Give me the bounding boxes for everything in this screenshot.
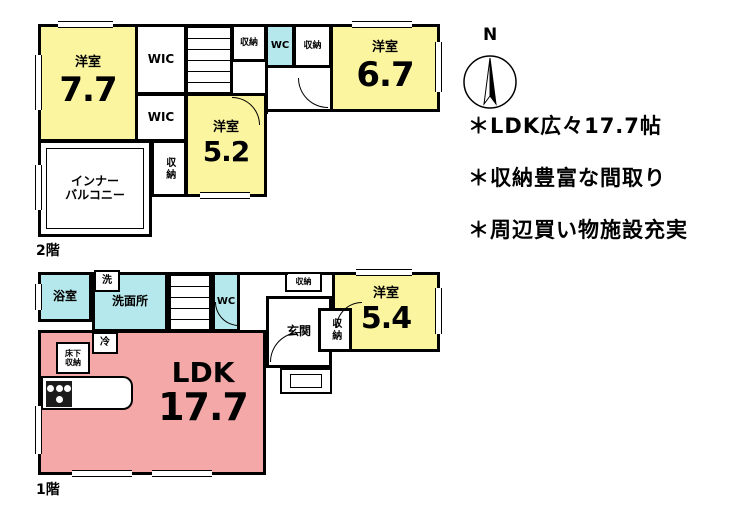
burner-icon bbox=[63, 385, 71, 392]
room-size: 5.4 bbox=[360, 301, 412, 337]
balcony-floor-line bbox=[46, 148, 144, 229]
wall-segment bbox=[265, 62, 268, 114]
window bbox=[35, 165, 42, 210]
wall-segment bbox=[240, 272, 288, 275]
room-name: 収納 bbox=[163, 156, 175, 181]
compass-north-icon: N bbox=[463, 25, 517, 109]
room-name-line1: 床下 bbox=[65, 348, 81, 358]
room-size: 6.7 bbox=[356, 54, 414, 95]
burner-icon bbox=[55, 385, 63, 392]
window bbox=[35, 55, 42, 110]
stairs-1f bbox=[168, 272, 212, 332]
room-name: WC bbox=[270, 40, 290, 52]
room-size: 5.2 bbox=[202, 135, 251, 169]
room-wc-2f: WC bbox=[265, 24, 295, 68]
room-name: WIC bbox=[147, 109, 175, 124]
room-name: 洗面所 bbox=[111, 294, 148, 309]
room-name: 冷 bbox=[100, 337, 110, 349]
window bbox=[58, 21, 113, 28]
closet-1f-b: 収納 bbox=[318, 308, 352, 352]
room-name: 洗 bbox=[102, 275, 112, 287]
room-name: 洋室 bbox=[74, 54, 101, 70]
wall-segment bbox=[265, 109, 335, 112]
window bbox=[352, 21, 412, 28]
kitchen-counter bbox=[41, 376, 133, 410]
closet-2f-a: 収納 bbox=[231, 24, 267, 62]
window bbox=[435, 288, 442, 334]
window bbox=[356, 269, 412, 276]
burner-icon bbox=[47, 385, 55, 392]
ldk-label-group: LDK 17.7 bbox=[146, 344, 260, 442]
window bbox=[200, 192, 250, 199]
room-size: 17.7 bbox=[158, 384, 249, 429]
door-arc bbox=[298, 78, 328, 108]
window bbox=[35, 284, 42, 310]
stairs-2f bbox=[185, 24, 233, 95]
closet-2f-b: 収納 bbox=[293, 24, 332, 68]
room-name: 収納 bbox=[295, 277, 312, 287]
note-shopping: ＊周辺買い物施設充実 bbox=[468, 218, 688, 242]
closet-1f-a: 収納 bbox=[285, 272, 322, 292]
burner-icon bbox=[55, 396, 63, 403]
window bbox=[72, 470, 132, 477]
room-name-line2: バルコニー bbox=[65, 187, 125, 202]
room-name-line2: 収納 bbox=[65, 358, 81, 367]
underfloor-storage-box: 床下 収納 bbox=[56, 342, 90, 374]
room-name: LDK bbox=[171, 356, 235, 390]
note-storage: ＊収納豊富な間取り bbox=[468, 166, 666, 190]
room-western-7-7: 洋室 7.7 bbox=[38, 24, 138, 142]
room-name: WC bbox=[216, 296, 236, 308]
room-name: 浴室 bbox=[52, 289, 77, 304]
window bbox=[435, 42, 442, 92]
laundry-box: 洗 bbox=[94, 270, 120, 292]
room-wic-top: WIC bbox=[135, 24, 187, 95]
closet-2f-c: 収納 bbox=[151, 140, 187, 197]
room-name: 収納 bbox=[329, 318, 341, 342]
room-name: WIC bbox=[147, 51, 175, 66]
compass-n-label: N bbox=[483, 25, 497, 45]
room-size: 7.7 bbox=[59, 69, 117, 110]
room-name: 洋室 bbox=[371, 39, 398, 55]
room-name: 収納 bbox=[239, 37, 258, 48]
room-bath: 浴室 bbox=[38, 272, 92, 322]
inner-balcony: インナー バルコニー bbox=[38, 140, 152, 237]
room-wic-mid: WIC bbox=[135, 93, 187, 142]
room-name: 収納 bbox=[303, 40, 322, 51]
entrance-step bbox=[290, 374, 322, 388]
stove-icon bbox=[46, 381, 72, 407]
room-name-line1: インナー bbox=[70, 173, 119, 188]
room-western-6-7: 洋室 6.7 bbox=[330, 24, 440, 112]
window bbox=[152, 470, 212, 477]
wall-segment bbox=[320, 272, 334, 275]
room-name: 洋室 bbox=[372, 286, 399, 302]
floor2-label: 2階 bbox=[36, 243, 60, 259]
fridge-box: 冷 bbox=[92, 332, 118, 354]
note-ldk-size: ＊LDK広々17.7帖 bbox=[468, 114, 662, 138]
floor1-label: 1階 bbox=[36, 482, 60, 498]
window bbox=[35, 406, 42, 454]
